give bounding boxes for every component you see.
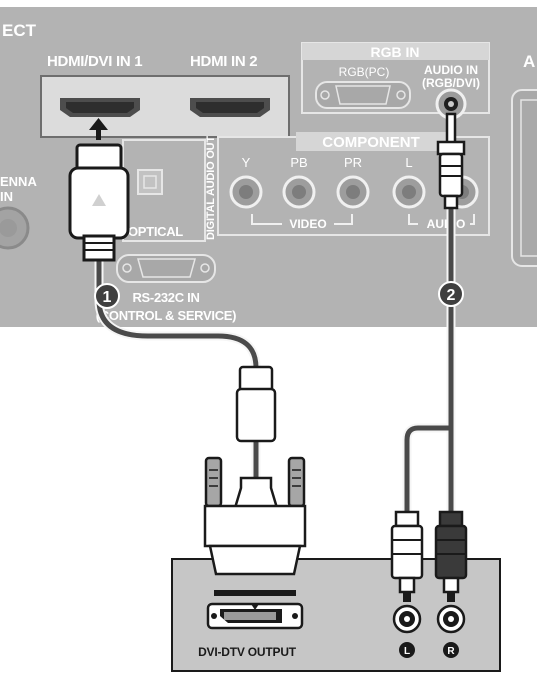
step-2-badge: 2 — [438, 281, 464, 307]
digital-audio-out-label: DIGITAL AUDIO OUT — [205, 136, 217, 240]
scart-port-partial — [511, 89, 537, 267]
component-y-port[interactable] — [229, 175, 263, 209]
rs232c-label: RS-232C IN — [132, 290, 199, 305]
step-1-badge: 1 — [94, 283, 120, 309]
hdmi-dvi-in-1-port[interactable] — [60, 98, 140, 117]
hdmi-plug — [68, 143, 130, 262]
rgb-in-title: RGB IN — [371, 44, 420, 60]
arrow-up-icon — [89, 118, 108, 140]
digital-audio-out-section: OPTICAL DIGITAL AUDIO OUT — [122, 136, 217, 242]
dvi-plug — [203, 456, 307, 596]
panel-partial-text-right: A — [523, 52, 535, 71]
rca-plug-left-white — [390, 510, 424, 602]
audio-label: AUDIO — [427, 217, 466, 231]
rgb-pc-label: RGB(PC) — [339, 65, 390, 79]
panel-partial-text-top: ECT — [2, 21, 37, 40]
component-l-label: L — [405, 155, 412, 170]
cable-ferrite-core — [235, 365, 277, 443]
audio-out-right-jack[interactable] — [436, 604, 466, 634]
step-1-number: 1 — [103, 289, 112, 306]
rs232c-section: RS-232C IN (CONTROL & SERVICE) — [96, 254, 237, 323]
component-title-bar — [296, 132, 446, 151]
rgb-pc-port[interactable] — [315, 81, 411, 109]
control-service-label: (CONTROL & SERVICE) — [96, 308, 236, 323]
hdmi-in-2-port[interactable] — [190, 98, 270, 117]
dvi-dtv-output-port[interactable] — [206, 602, 304, 630]
component-pb-label: PB — [290, 155, 307, 170]
audio-in-label-line2: (RGB/DVI) — [422, 76, 480, 90]
rca-plug-audio-in — [436, 112, 466, 210]
step-2-number: 2 — [447, 287, 456, 304]
component-audio-l-port[interactable] — [392, 175, 426, 209]
audio-cable — [402, 205, 456, 516]
audio-in-rgb-dvi-port[interactable] — [435, 88, 467, 120]
component-pr-label: PR — [344, 155, 362, 170]
component-pr-port[interactable] — [336, 175, 370, 209]
right-channel-marker-text: R — [447, 646, 455, 657]
rs232c-port[interactable] — [116, 254, 216, 283]
hdmi-to-dvi-cable — [94, 253, 261, 478]
hdmi-in-2-label: HDMI IN 2 — [190, 53, 257, 70]
left-channel-marker: L — [399, 642, 415, 658]
optical-port[interactable] — [137, 169, 163, 195]
component-pb-port[interactable] — [282, 175, 316, 209]
antenna-label-line2: IN — [0, 189, 13, 204]
video-label: VIDEO — [289, 217, 326, 231]
right-channel-marker: R — [443, 642, 459, 658]
audio-bracket — [408, 214, 475, 225]
hdmi-dvi-in-1-label: HDMI/DVI IN 1 — [47, 53, 142, 70]
audio-in-label-line1: AUDIO IN — [424, 63, 478, 77]
hdmi-plug-triangle-icon — [92, 194, 106, 206]
source-device: DVI-DTV OUTPUT — [171, 456, 501, 672]
antenna-in-partial: ENNA IN — [0, 174, 37, 250]
audio-out-left-jack[interactable] — [392, 604, 422, 634]
component-section: COMPONENT Y PB PR L — [217, 132, 490, 236]
rca-plug-right-black — [434, 510, 468, 602]
rgb-in-section: RGB IN RGB(PC) AUDIO IN (RGB/DVI) — [301, 42, 490, 120]
rgb-in-title-bar — [302, 43, 489, 60]
dvi-dtv-output-label: DVI-DTV OUTPUT — [198, 645, 297, 659]
component-title: COMPONENT — [322, 134, 420, 151]
video-bracket — [251, 214, 353, 225]
antenna-label-line1: ENNA — [0, 174, 37, 189]
left-channel-marker-text: L — [404, 646, 410, 657]
component-y-label: Y — [242, 155, 251, 170]
optical-label: OPTICAL — [128, 224, 183, 239]
